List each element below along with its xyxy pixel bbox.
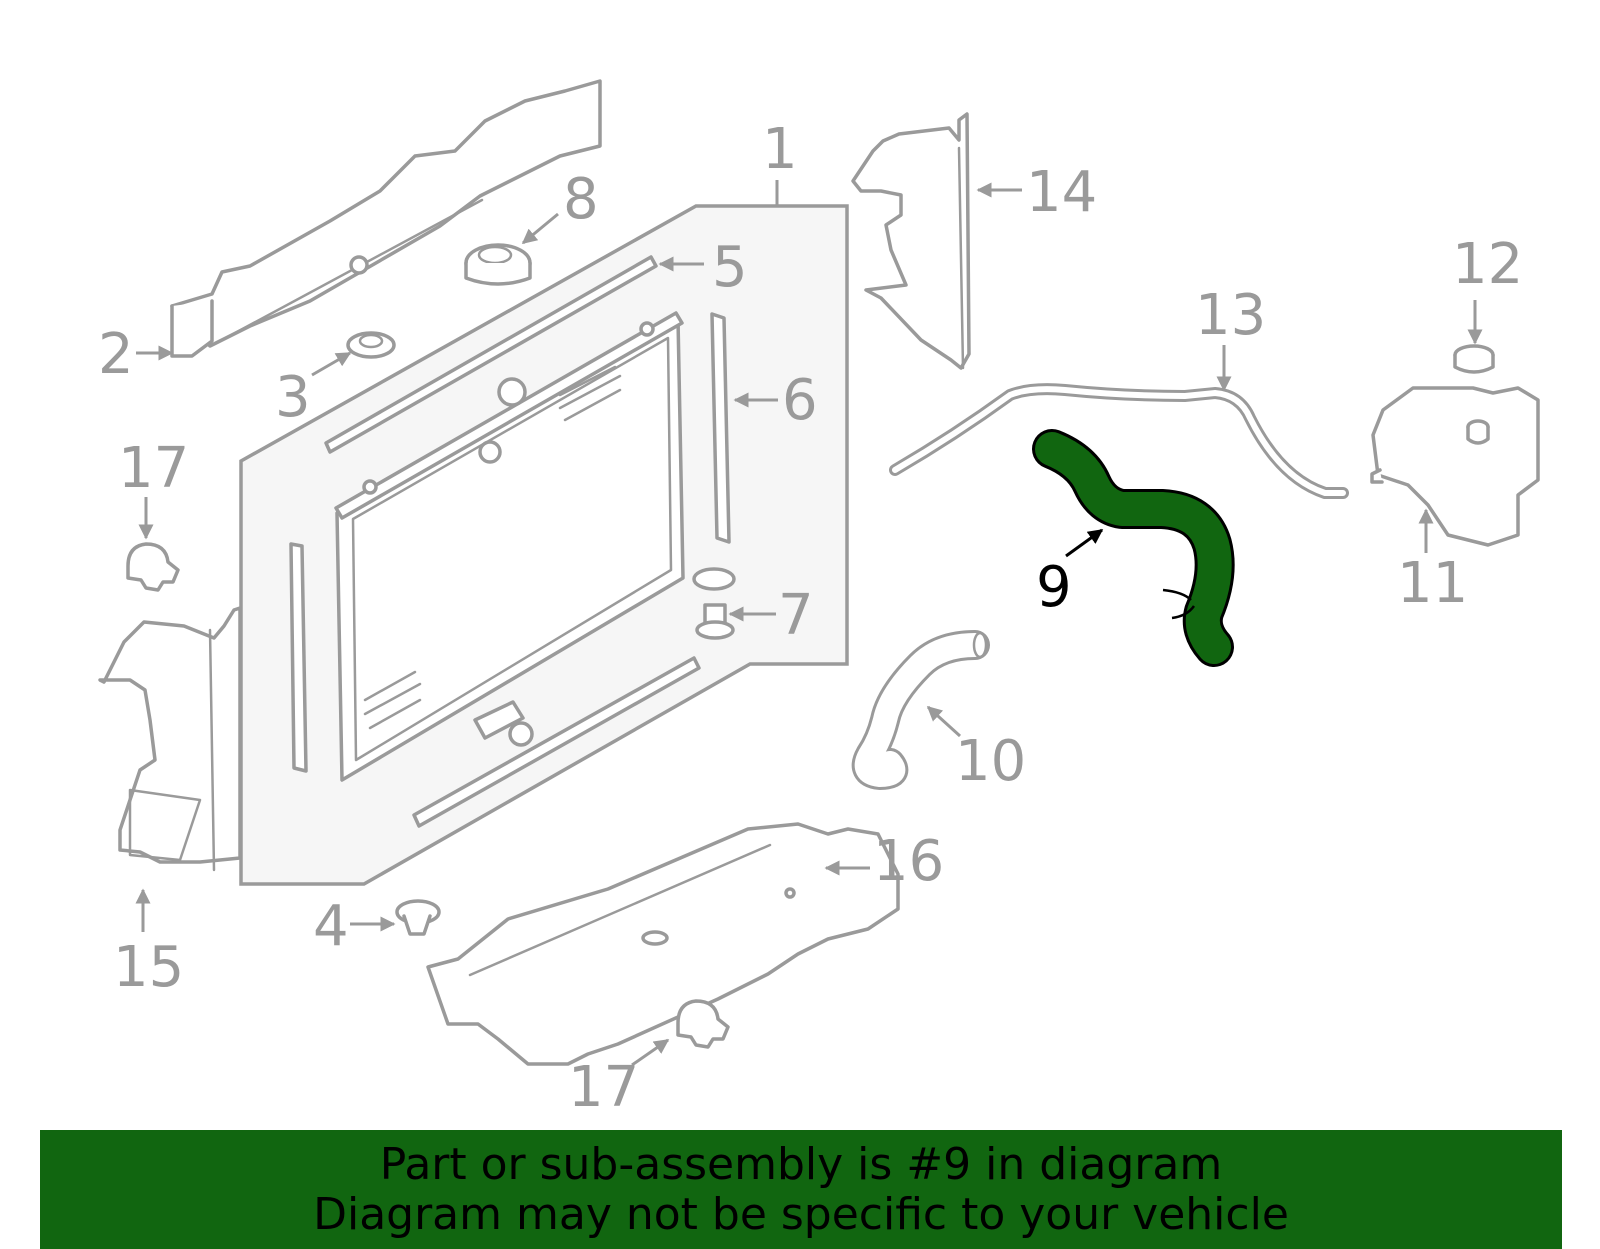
upper-mount-bushing <box>346 331 396 359</box>
leader-17b <box>631 1038 670 1067</box>
air-guide-left <box>98 606 242 872</box>
seal-strip-left <box>289 542 308 773</box>
part-info-banner: Part or sub-assembly is #9 in diagram Di… <box>40 1130 1562 1249</box>
callout-14: 14 <box>1026 160 1097 225</box>
overflow-tube <box>889 383 1349 499</box>
callout-3: 3 <box>275 365 311 430</box>
clip-left <box>126 542 180 592</box>
callout-9: 9 <box>1036 555 1072 620</box>
banner-line-2: Diagram may not be specific to your vehi… <box>313 1189 1289 1240</box>
reservoir-cap <box>1453 344 1495 374</box>
lower-mount-bushing <box>395 899 441 936</box>
radiator-lower-hose <box>1032 429 1235 667</box>
callout-1: 1 <box>762 117 798 182</box>
callout-4: 4 <box>313 894 349 959</box>
clip-bottom <box>676 999 730 1049</box>
callout-7: 7 <box>778 583 814 648</box>
seal-strip-bottom <box>412 656 701 828</box>
upper-support-bracket <box>170 79 602 358</box>
banner-line-1: Part or sub-assembly is #9 in diagram <box>379 1139 1223 1190</box>
seal-strip-right <box>710 312 731 544</box>
air-guide-right <box>851 112 971 370</box>
lower-air-guide <box>426 822 900 1066</box>
callout-10: 10 <box>955 729 1026 794</box>
callout-8: 8 <box>563 167 599 232</box>
callout-11: 11 <box>1397 551 1468 616</box>
callout-5: 5 <box>712 235 748 300</box>
callout-16: 16 <box>873 829 944 894</box>
callout-15: 15 <box>113 935 184 1000</box>
callout-12: 12 <box>1452 232 1523 297</box>
drain-plug <box>692 567 736 640</box>
callout-17a: 17 <box>118 436 189 501</box>
radiator <box>334 311 685 782</box>
callout-13: 13 <box>1195 283 1266 348</box>
radiator-upper-hose <box>851 630 990 790</box>
callout-2: 2 <box>98 322 134 387</box>
leader-8 <box>521 212 559 245</box>
seal-strip-top <box>324 255 658 454</box>
leader-9 <box>1065 528 1104 558</box>
coolant-reservoir <box>1370 386 1540 547</box>
radiator-cap <box>464 243 532 286</box>
leader-10 <box>926 705 962 738</box>
leader-3 <box>311 351 352 377</box>
callout-17b: 17 <box>568 1055 639 1120</box>
callout-6: 6 <box>782 368 818 433</box>
